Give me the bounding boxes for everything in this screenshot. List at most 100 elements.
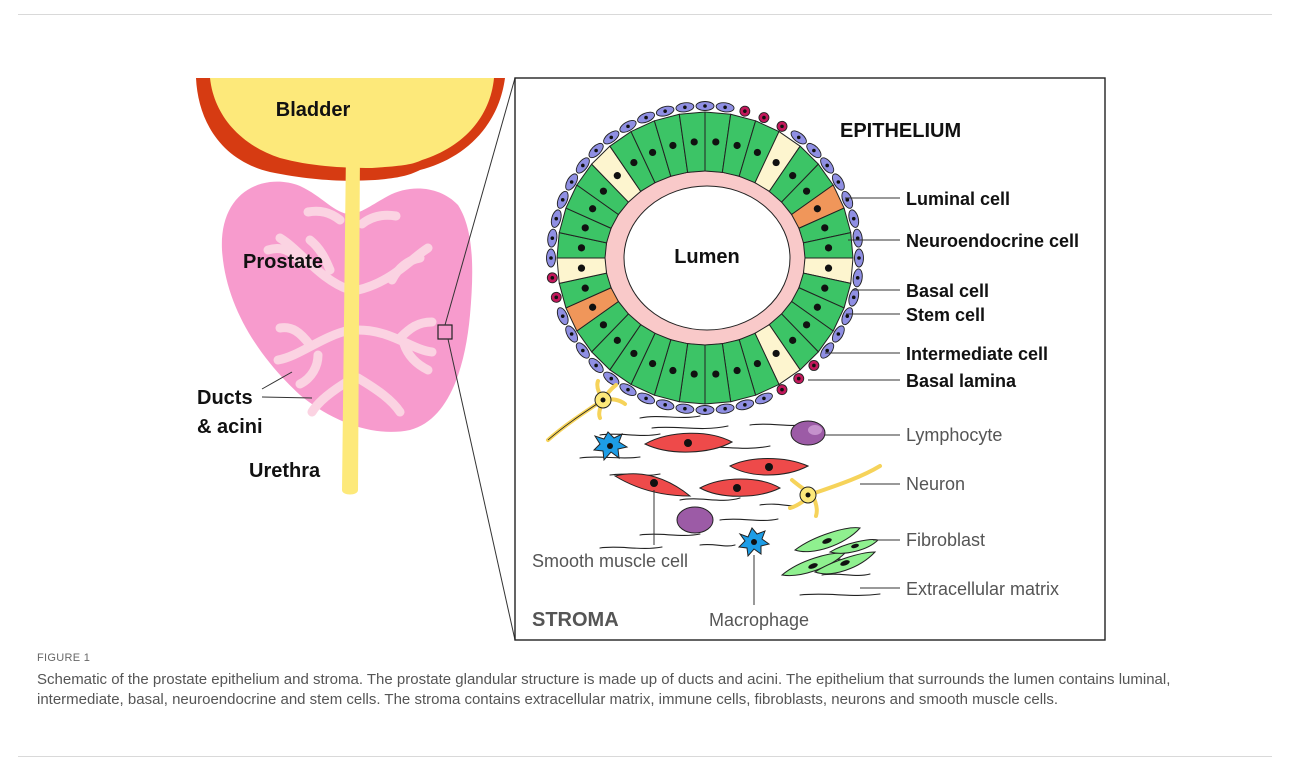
neuron-label: Neuron bbox=[906, 474, 965, 494]
nucleus bbox=[594, 364, 598, 368]
stem-cell-label: Stem cell bbox=[906, 305, 985, 325]
nucleus bbox=[733, 367, 740, 374]
nucleus bbox=[614, 172, 621, 179]
nucleus bbox=[754, 360, 761, 367]
nucleus bbox=[630, 350, 637, 357]
nucleus bbox=[549, 256, 553, 260]
nucleus bbox=[663, 403, 667, 407]
nucleus bbox=[797, 377, 801, 381]
nucleus bbox=[754, 149, 761, 156]
nucleus bbox=[582, 285, 589, 292]
nucleus bbox=[570, 180, 574, 184]
zoom-line-bottom bbox=[448, 339, 515, 640]
nucleus bbox=[551, 276, 555, 280]
nucleus bbox=[762, 116, 766, 120]
nucleus bbox=[589, 205, 596, 212]
nucleus bbox=[825, 164, 829, 168]
caption-text: Schematic of the prostate epithelium and… bbox=[37, 670, 1257, 710]
nucleus bbox=[649, 360, 656, 367]
nucleus bbox=[852, 296, 856, 300]
nucleus bbox=[825, 265, 832, 272]
nucleus bbox=[780, 388, 784, 392]
nucleus bbox=[780, 125, 784, 129]
nucleus bbox=[837, 332, 841, 336]
macrophage-label: Macrophage bbox=[709, 610, 809, 630]
lymphocyte-cell-2 bbox=[677, 507, 713, 533]
nucleus bbox=[626, 388, 630, 392]
fibroblast-label: Fibroblast bbox=[906, 530, 985, 550]
nucleus bbox=[691, 370, 698, 377]
nucleus bbox=[554, 296, 558, 300]
nucleus bbox=[703, 408, 707, 412]
nucleus bbox=[561, 198, 565, 202]
intermediate-cell-label: Intermediate cell bbox=[906, 344, 1048, 364]
nucleus bbox=[821, 285, 828, 292]
nucleus bbox=[773, 159, 780, 166]
basal-cell-label: Basal cell bbox=[906, 281, 989, 301]
nucleus bbox=[789, 337, 796, 344]
nucleus bbox=[812, 364, 816, 368]
nucleus bbox=[821, 224, 828, 231]
nucleus bbox=[691, 138, 698, 145]
nucleus bbox=[578, 244, 585, 251]
nucleus bbox=[570, 332, 574, 336]
neuroendocrine-cell-label: Neuroendocrine cell bbox=[906, 231, 1079, 251]
nucleus bbox=[845, 198, 849, 202]
nucleus bbox=[803, 321, 810, 328]
figure-number: FIGURE 1 bbox=[37, 652, 1257, 664]
nucleus bbox=[609, 136, 613, 140]
nucleus bbox=[723, 407, 727, 411]
nucleus bbox=[594, 149, 598, 153]
nucleus bbox=[644, 397, 648, 401]
nucleus bbox=[578, 265, 585, 272]
extracellular-matrix-label: Extracellular matrix bbox=[906, 579, 1059, 599]
nucleus bbox=[845, 314, 849, 318]
nucleus bbox=[857, 256, 861, 260]
nucleus bbox=[649, 149, 656, 156]
nucleus bbox=[743, 403, 747, 407]
lymphocyte-cell-1 bbox=[791, 421, 825, 445]
nucleus bbox=[669, 142, 676, 149]
basal-lamina-label: Basal lamina bbox=[906, 371, 1017, 391]
prostate-label: Prostate bbox=[243, 251, 323, 273]
lymphocyte-label: Lymphocyte bbox=[906, 425, 1002, 445]
nucleus bbox=[814, 205, 821, 212]
nucleus bbox=[582, 224, 589, 231]
nucleus bbox=[723, 106, 727, 110]
nucleus bbox=[733, 142, 740, 149]
ducts-label-line2: & acini bbox=[197, 416, 263, 438]
nucleus bbox=[683, 407, 687, 411]
nucleus bbox=[762, 397, 766, 401]
nucleus bbox=[561, 314, 565, 318]
nucleus bbox=[825, 349, 829, 353]
nucleus bbox=[600, 321, 607, 328]
nucleus bbox=[589, 304, 596, 311]
nucleus bbox=[825, 244, 832, 251]
ducts-label-line1: Ducts bbox=[197, 387, 253, 409]
nucleus bbox=[712, 370, 719, 377]
nucleus bbox=[663, 109, 667, 113]
nucleus bbox=[856, 276, 860, 280]
nucleus bbox=[712, 138, 719, 145]
nucleus bbox=[554, 217, 558, 221]
nucleus bbox=[743, 109, 747, 113]
luminal-cell-label: Luminal cell bbox=[906, 189, 1010, 209]
nucleus bbox=[797, 136, 801, 140]
bladder-label: Bladder bbox=[276, 99, 351, 121]
nucleus bbox=[614, 337, 621, 344]
prostate-schematic: Bladder Prostate Ducts & acini Urethra E… bbox=[0, 0, 1290, 645]
nucleus bbox=[581, 164, 585, 168]
nucleus bbox=[626, 125, 630, 129]
urethra-label: Urethra bbox=[249, 460, 321, 482]
lumen-label: Lumen bbox=[674, 246, 740, 268]
nucleus bbox=[581, 349, 585, 353]
nucleus bbox=[837, 180, 841, 184]
nucleus bbox=[812, 149, 816, 153]
nucleus bbox=[852, 217, 856, 221]
nucleus bbox=[773, 350, 780, 357]
nucleus bbox=[683, 106, 687, 110]
nucleus bbox=[669, 367, 676, 374]
nucleus bbox=[856, 236, 860, 240]
figure-caption: FIGURE 1 Schematic of the prostate epith… bbox=[37, 652, 1257, 710]
nucleus bbox=[814, 304, 821, 311]
